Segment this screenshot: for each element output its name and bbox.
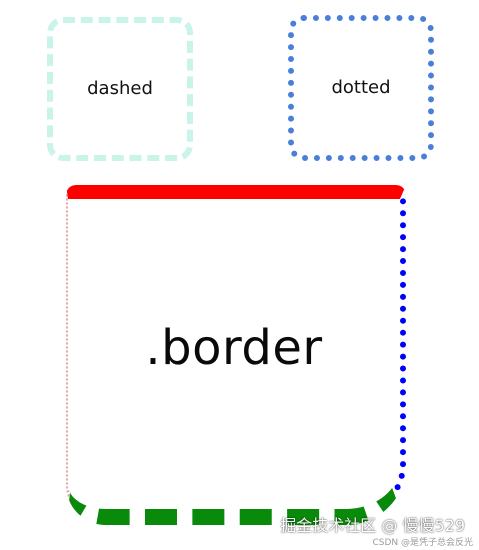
mixed-border-box: .border bbox=[66, 185, 406, 525]
dashed-box-label: dashed bbox=[87, 78, 153, 99]
border-box-label: .border bbox=[145, 320, 323, 376]
watermark-juejin: 掘金技术社区 @ 慢慢529 bbox=[280, 516, 465, 535]
watermark-csdn: CSDN @是凭子总会反光 bbox=[372, 538, 473, 548]
dashed-border-box: dashed bbox=[47, 17, 193, 161]
dotted-border-box: dotted bbox=[288, 15, 434, 161]
dotted-box-label: dotted bbox=[331, 77, 391, 98]
